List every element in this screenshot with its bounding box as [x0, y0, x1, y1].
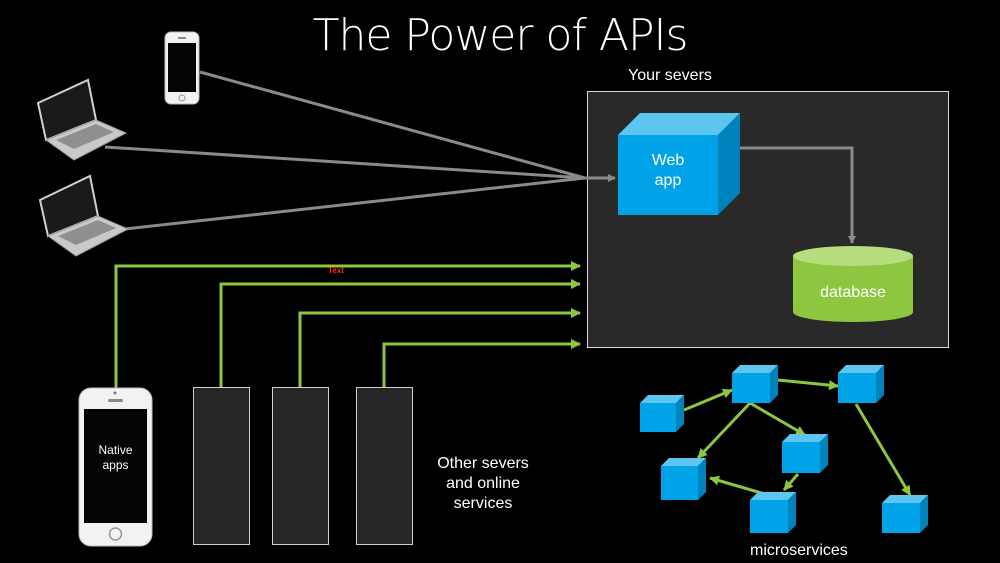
server-rack-3	[356, 387, 413, 545]
laptop-icon-2	[38, 174, 130, 257]
database-cylinder	[793, 246, 913, 322]
microservice-cube-2	[732, 365, 778, 403]
server-rack-1	[193, 387, 250, 545]
other-servers-label: Other severs and online services	[437, 455, 529, 512]
microservice-cube-5	[661, 458, 706, 500]
text-placeholder-label: Text	[328, 266, 344, 275]
native-phone-icon	[78, 387, 153, 547]
phone-arrow	[199, 70, 586, 180]
microservice-cube-1	[640, 395, 684, 432]
native-apps-label: Native apps	[98, 443, 133, 472]
device-arrows	[104, 70, 856, 244]
database-label: database	[820, 284, 886, 301]
microservice-cube-7	[882, 495, 928, 533]
microservice-cube-6	[750, 492, 796, 533]
webapp-db-arrow	[740, 146, 856, 244]
phone-top-icon	[164, 31, 200, 105]
web-app-label: Web app	[651, 152, 685, 189]
api-arrows	[114, 261, 581, 388]
slide-title: The Power of APIs	[312, 10, 689, 61]
web-app-cube	[618, 113, 740, 215]
servers-label: Your severs	[628, 67, 712, 84]
server-rack-2	[272, 387, 329, 545]
laptop-arrow-1	[104, 145, 586, 180]
microservice-cube-3	[838, 365, 884, 403]
microservices-label: microservices	[750, 542, 848, 559]
laptop-icon-1	[36, 78, 128, 161]
microservice-cube-4	[782, 434, 828, 473]
api-line-native	[114, 261, 581, 388]
api-line-rack-2	[298, 308, 581, 388]
api-line-rack-3	[382, 339, 581, 388]
laptop-arrow-2	[124, 176, 586, 231]
api-line-rack-1	[219, 279, 581, 388]
